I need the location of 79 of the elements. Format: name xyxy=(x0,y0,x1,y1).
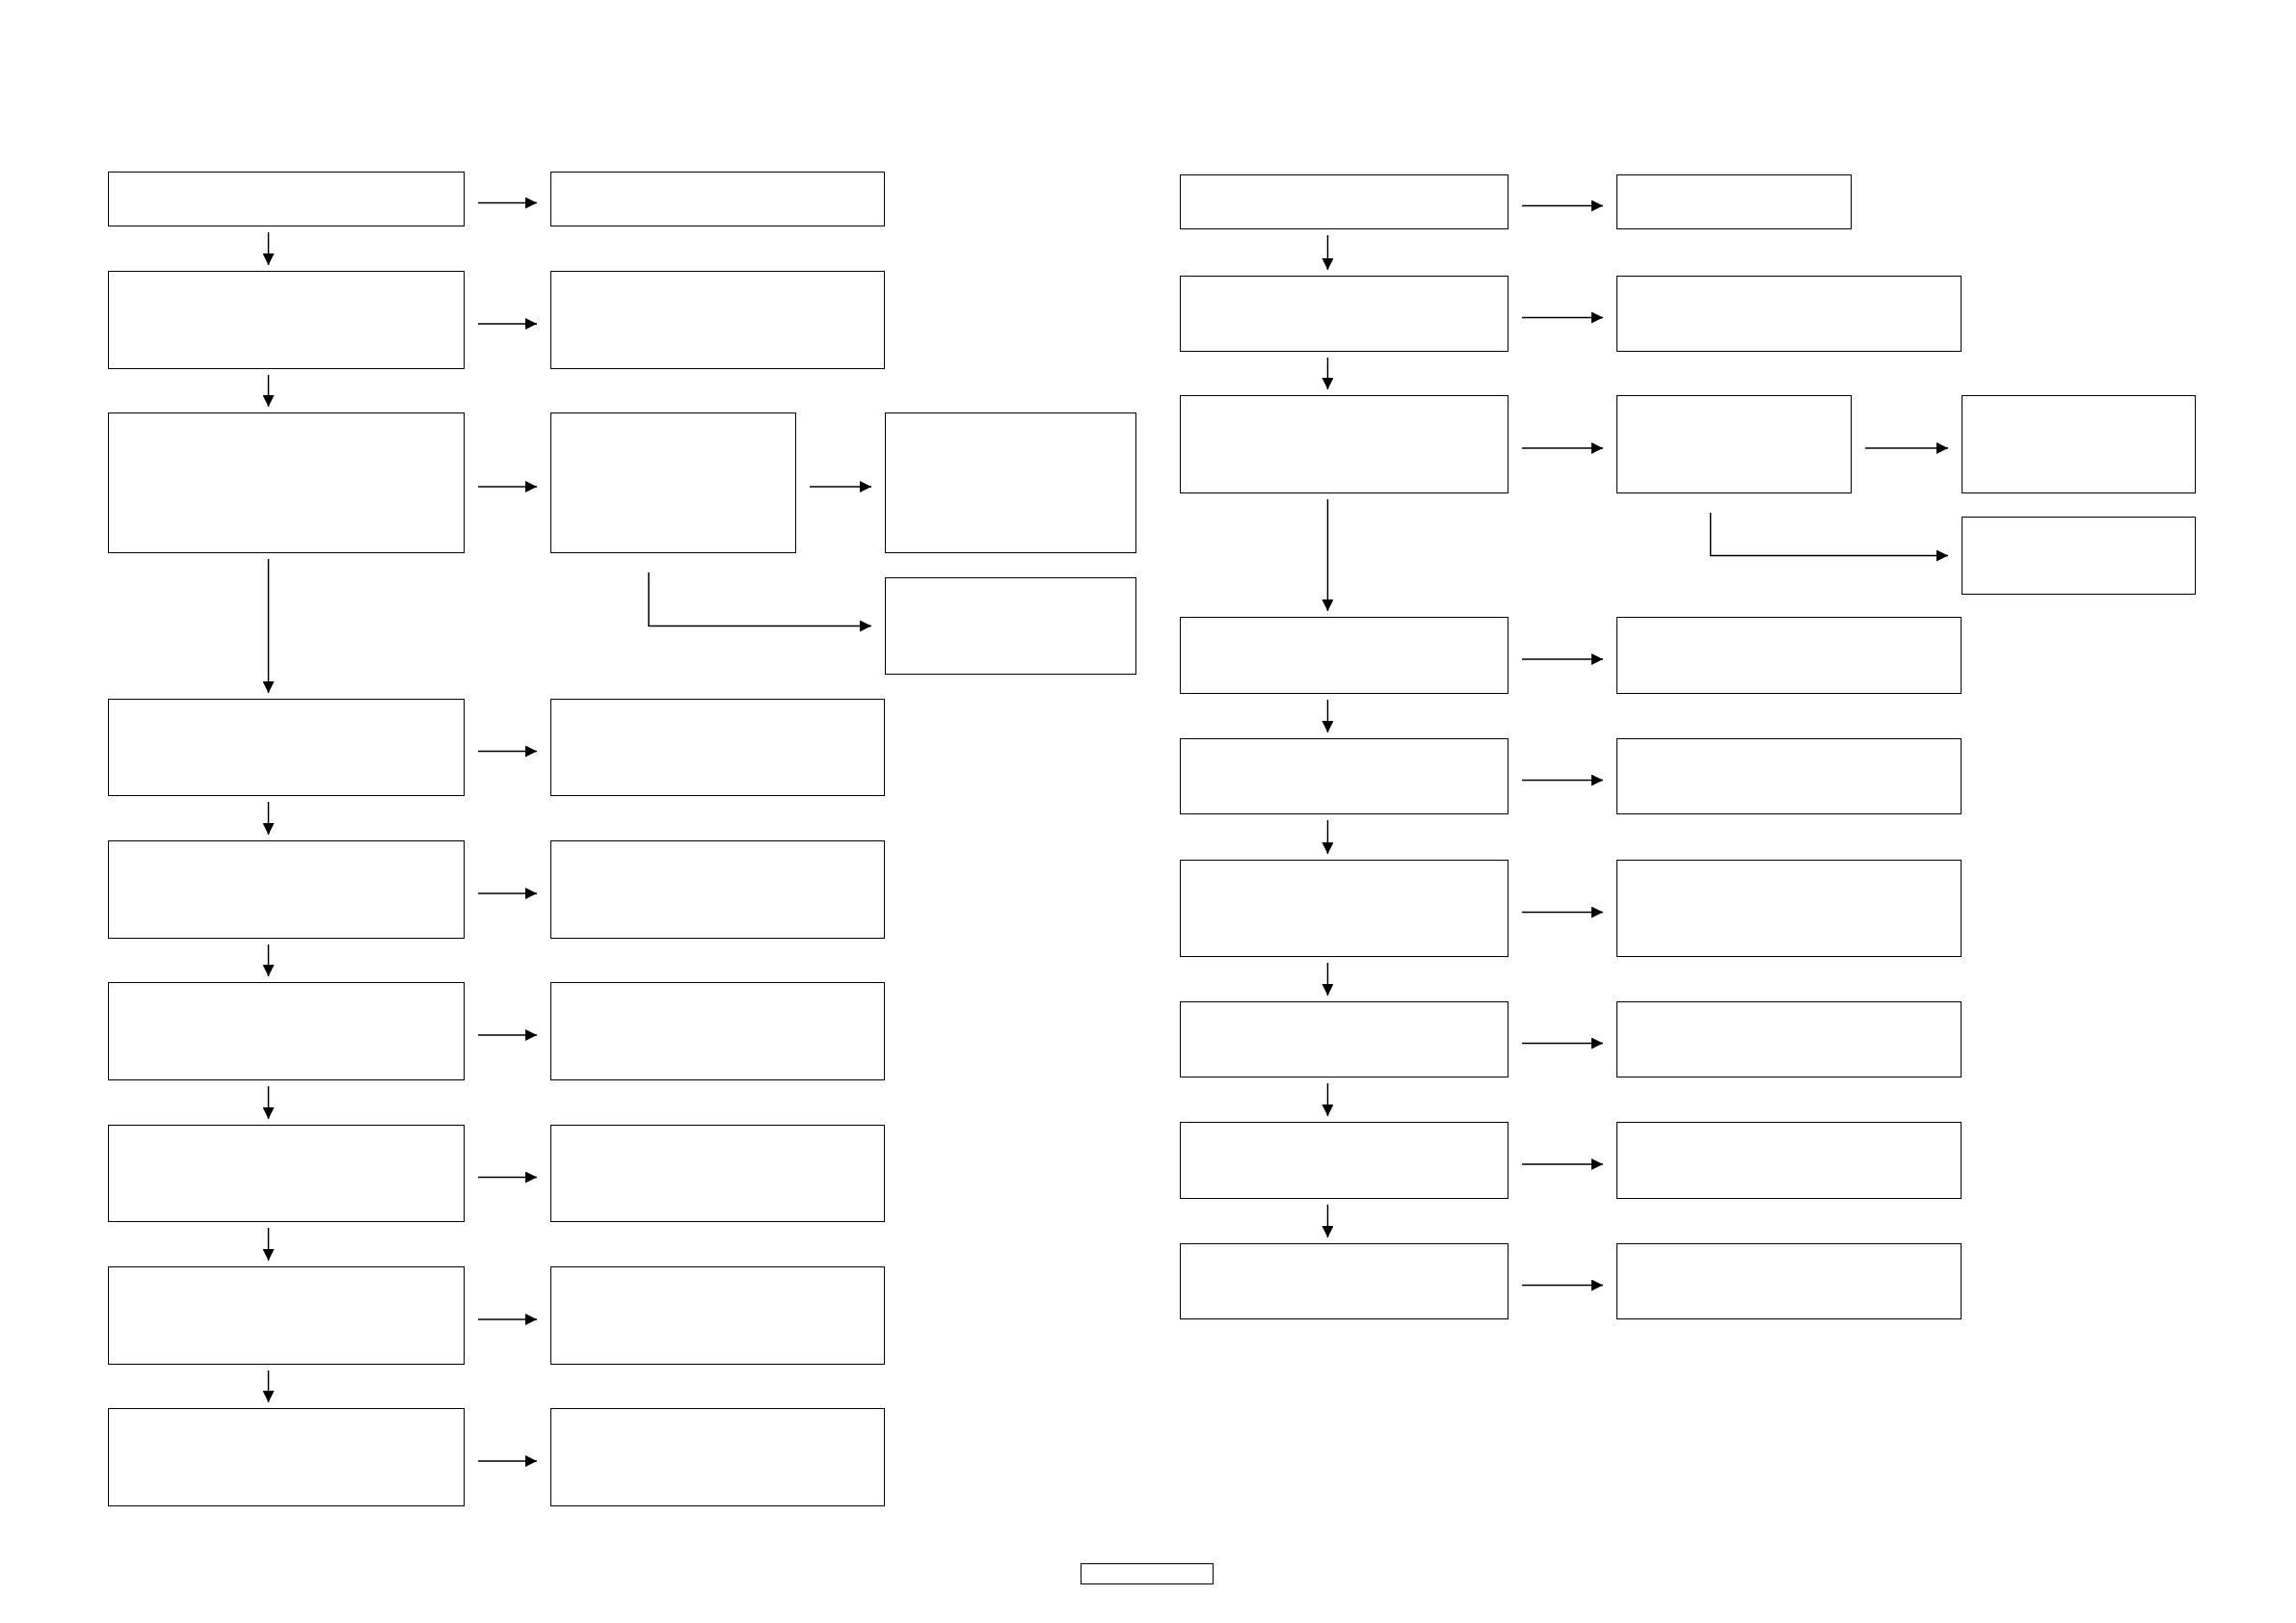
empty-box xyxy=(550,1408,885,1506)
arrow xyxy=(477,745,538,758)
empty-box xyxy=(550,1266,885,1365)
arrow xyxy=(1521,906,1604,918)
empty-box xyxy=(108,271,465,369)
arrow xyxy=(262,1227,275,1262)
arrow xyxy=(1521,311,1604,324)
empty-box xyxy=(1616,1243,1962,1319)
arrow xyxy=(1322,357,1334,390)
empty-box xyxy=(108,1408,465,1506)
arrow xyxy=(1521,1158,1604,1170)
empty-box xyxy=(108,1266,465,1365)
arrow xyxy=(1521,1279,1604,1291)
empty-box xyxy=(885,577,1136,675)
arrow xyxy=(1521,442,1604,454)
empty-box xyxy=(1962,395,2196,493)
arrow xyxy=(1521,653,1604,665)
arrow xyxy=(477,1314,538,1325)
empty-box xyxy=(1180,860,1508,957)
arrow xyxy=(477,888,538,899)
empty-box xyxy=(550,840,885,939)
arrow xyxy=(1322,962,1334,997)
arrow xyxy=(262,1085,275,1120)
arrow xyxy=(809,481,872,492)
empty-box xyxy=(108,412,465,553)
empty-box xyxy=(108,982,465,1080)
empty-box xyxy=(1180,276,1508,352)
arrow xyxy=(1521,1037,1604,1050)
arrow xyxy=(477,481,538,492)
empty-box xyxy=(885,412,1136,553)
empty-box xyxy=(1616,1122,1962,1199)
empty-box xyxy=(1081,1563,1214,1584)
arrow xyxy=(1521,774,1604,786)
arrow xyxy=(1322,699,1334,733)
empty-box xyxy=(1180,174,1508,229)
empty-box xyxy=(550,699,885,796)
empty-box xyxy=(550,412,796,553)
arrow xyxy=(262,374,275,408)
empty-box xyxy=(1180,617,1508,694)
empty-box xyxy=(1616,174,1852,229)
arrow xyxy=(262,944,275,977)
arrow xyxy=(477,197,538,209)
arrow xyxy=(1322,1082,1334,1117)
arrow xyxy=(477,1029,538,1041)
arrow xyxy=(262,231,275,266)
empty-box xyxy=(1180,395,1508,493)
empty-box xyxy=(1180,1001,1508,1078)
arrow xyxy=(1322,498,1334,612)
empty-box xyxy=(1180,1122,1508,1199)
arrow xyxy=(477,1171,538,1184)
arrow xyxy=(1521,200,1604,212)
empty-box xyxy=(1616,1001,1962,1078)
arrow xyxy=(262,558,275,694)
arrow xyxy=(1322,1204,1334,1238)
empty-box xyxy=(550,982,885,1080)
empty-box xyxy=(550,1125,885,1222)
empty-box xyxy=(550,172,885,226)
arrow xyxy=(648,572,872,632)
arrow xyxy=(262,801,275,836)
empty-box xyxy=(108,699,465,796)
empty-box xyxy=(1616,276,1962,352)
arrow xyxy=(1709,512,1949,562)
arrow xyxy=(1322,234,1334,271)
empty-box xyxy=(108,840,465,939)
empty-box xyxy=(1616,395,1852,493)
empty-box xyxy=(1962,517,2196,595)
empty-box xyxy=(108,1125,465,1222)
empty-box xyxy=(1180,1243,1508,1319)
empty-box xyxy=(1180,738,1508,814)
empty-box xyxy=(550,271,885,369)
arrow xyxy=(1864,442,1949,454)
empty-box xyxy=(1616,738,1962,814)
empty-box xyxy=(1616,860,1962,957)
arrow xyxy=(477,1455,538,1467)
arrow xyxy=(1322,819,1334,855)
empty-box xyxy=(108,172,465,226)
arrow xyxy=(262,1370,275,1403)
arrow xyxy=(477,318,538,330)
empty-box xyxy=(1616,617,1962,694)
